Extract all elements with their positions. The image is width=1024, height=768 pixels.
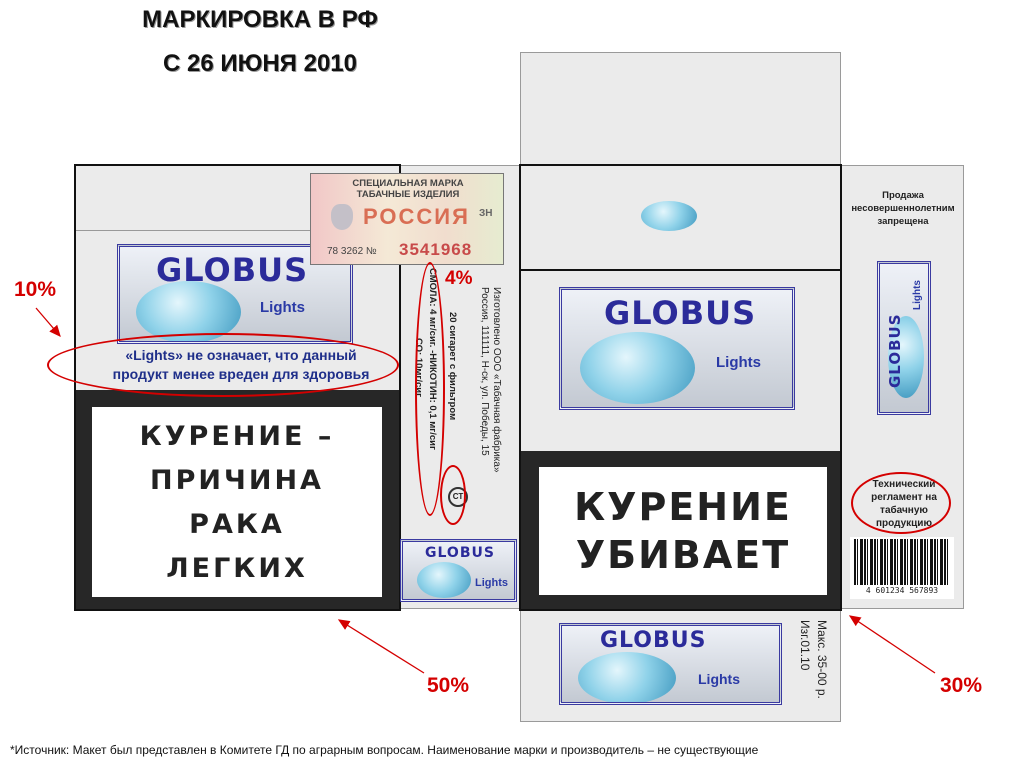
minors-notice: Продажа несовершеннолетним запрещена bbox=[842, 189, 964, 228]
back-face: GLOBUS Lights КУРЕНИЕ УБИВАЕТ bbox=[519, 164, 842, 611]
warning-line: РАКА bbox=[189, 509, 285, 540]
globe-icon bbox=[417, 562, 471, 598]
barcode-digits: 4 601234 567893 bbox=[865, 586, 939, 595]
minors-line: запрещена bbox=[877, 216, 929, 227]
globe-icon bbox=[580, 332, 695, 404]
health-warning-front: КУРЕНИЕ – ПРИЧИНА РАКА ЛЕГКИХ bbox=[92, 407, 382, 597]
stamp-header: СПЕЦИАЛЬНАЯ МАРКА ТАБАЧНЫЕ ИЗДЕЛИЯ bbox=[311, 178, 503, 200]
globe-icon bbox=[888, 316, 924, 398]
highlight-ellipse-disclaimer bbox=[47, 333, 399, 397]
title-line-2: С 26 ИЮНЯ 2010 bbox=[162, 50, 357, 77]
stamp-line: СПЕЦИАЛЬНАЯ МАРКА bbox=[352, 178, 464, 189]
title-line-1: МАРКИРОВКА В РФ bbox=[142, 6, 378, 33]
stamp-line: ТАБАЧНЫЕ ИЗДЕЛИЯ bbox=[356, 189, 460, 200]
front-fold-line bbox=[76, 230, 399, 231]
stamp-number: 3541968 bbox=[399, 240, 473, 259]
brand-logo-side-vertical: GLOBUS Lights bbox=[877, 261, 931, 415]
warning-line: КУРЕНИЕ – bbox=[139, 421, 335, 452]
highlight-ellipse-content bbox=[415, 262, 445, 516]
brand-variant: Lights bbox=[475, 577, 508, 589]
highlight-ellipse-regulation bbox=[851, 472, 951, 534]
globe-icon bbox=[641, 201, 697, 231]
excise-stamp: СПЕЦИАЛЬНАЯ МАРКА ТАБАЧНЫЕ ИЗДЕЛИЯ РОССИ… bbox=[310, 173, 504, 265]
warning-frame-back: КУРЕНИЕ УБИВАЕТ bbox=[521, 451, 840, 609]
arrow-30-percent bbox=[848, 615, 936, 674]
percent-label-10: 10% bbox=[14, 278, 57, 301]
brand-variant: Lights bbox=[260, 299, 305, 316]
globe-icon bbox=[578, 652, 676, 702]
percent-label-30: 30% bbox=[940, 674, 983, 697]
arrow-10-percent bbox=[35, 307, 61, 337]
footnote: *Источник: Макет был представлен в Комит… bbox=[10, 743, 759, 757]
barcode-bars-icon bbox=[854, 539, 950, 585]
top-flap bbox=[520, 52, 841, 167]
minors-line: Продажа bbox=[882, 190, 924, 201]
warning-line: КУРЕНИЕ bbox=[574, 485, 792, 529]
brand-logo-side-small: GLOBUS Lights bbox=[400, 539, 517, 602]
globe-icon bbox=[136, 281, 241, 341]
brand-variant: Lights bbox=[698, 671, 740, 687]
eagle-emblem-icon bbox=[331, 204, 353, 230]
barcode: 4 601234 567893 bbox=[850, 537, 954, 599]
brand-variant: Lights bbox=[716, 354, 761, 371]
minors-line: несовершеннолетним bbox=[851, 203, 955, 214]
brand-name: GLOBUS bbox=[600, 628, 707, 653]
percent-label-50: 50% bbox=[427, 674, 470, 697]
back-fold-line bbox=[521, 269, 840, 271]
warning-line: УБИВАЕТ bbox=[575, 533, 791, 577]
stamp-country: РОССИЯ bbox=[363, 204, 470, 229]
highlight-ellipse-mark bbox=[440, 465, 466, 525]
brand-name: GLOBUS bbox=[604, 294, 757, 332]
arrow-50-percent bbox=[337, 619, 425, 674]
warning-frame-front: КУРЕНИЕ – ПРИЧИНА РАКА ЛЕГКИХ bbox=[76, 390, 399, 609]
health-warning-back: КУРЕНИЕ УБИВАЕТ bbox=[539, 467, 827, 595]
percent-label-4: 4% bbox=[445, 268, 473, 289]
brand-logo-bottom: GLOBUS Lights bbox=[559, 623, 782, 705]
warning-line: ЛЕГКИХ bbox=[166, 553, 308, 584]
brand-logo-back: GLOBUS Lights bbox=[559, 287, 795, 410]
stamp-side-mark: ЗН bbox=[479, 208, 493, 219]
stamp-code: 78 3262 № bbox=[327, 246, 377, 257]
brand-name: GLOBUS bbox=[425, 545, 495, 561]
warning-line: ПРИЧИНА bbox=[150, 465, 324, 496]
